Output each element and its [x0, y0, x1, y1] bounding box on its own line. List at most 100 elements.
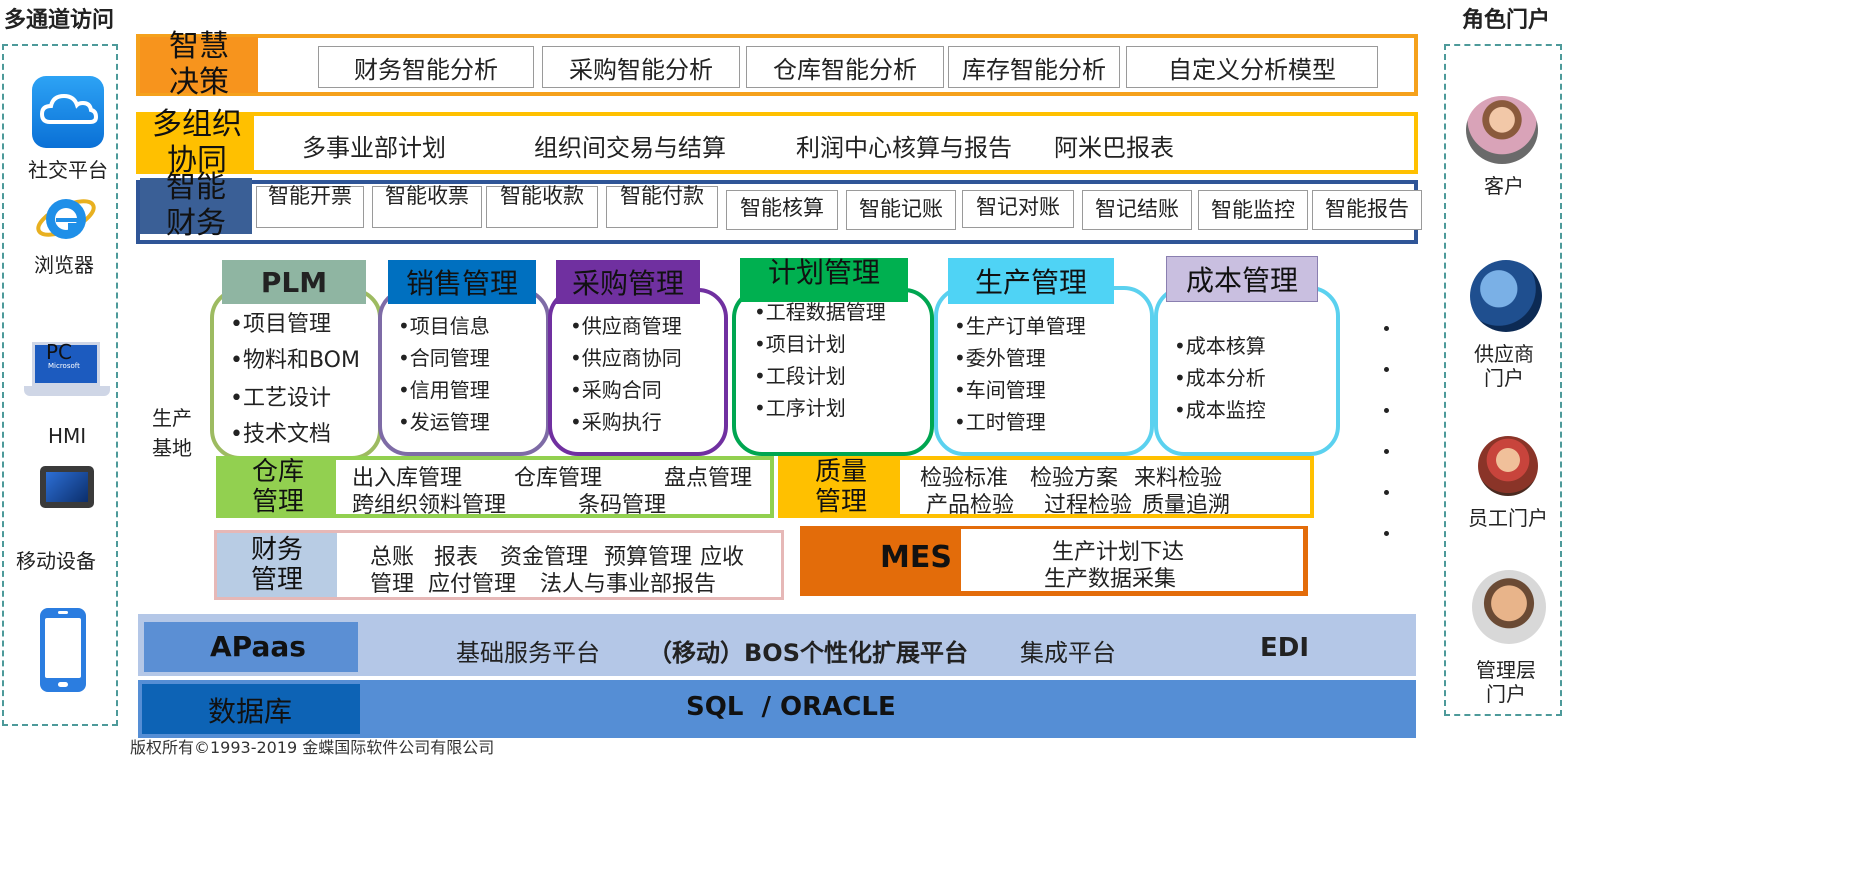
- quality-item[interactable]: 检验方案: [1030, 466, 1119, 491]
- org-item[interactable]: 利润中心核算与报告: [796, 134, 1012, 162]
- production-item[interactable]: •工时管理: [954, 410, 1046, 434]
- finance-ai-item[interactable]: 智能报告: [1312, 190, 1422, 230]
- decision-item[interactable]: 采购智能分析: [542, 46, 740, 88]
- cost-item[interactable]: •成本核算: [1174, 334, 1266, 358]
- quality-item[interactable]: 检验标准: [920, 466, 1009, 491]
- finance-ai-item[interactable]: 智能核算: [726, 190, 838, 230]
- smart-decision-tag-line2: 决策: [169, 65, 229, 100]
- apaas-item[interactable]: （移动）BOS个性化扩展平台: [648, 639, 968, 667]
- purchase-item[interactable]: •采购合同: [570, 378, 662, 402]
- production-item[interactable]: •车间管理: [954, 378, 1046, 402]
- finance-ai-item[interactable]: 智能监控: [1198, 190, 1308, 230]
- cost-module-header[interactable]: 成本管理: [1166, 256, 1318, 302]
- production-item[interactable]: •委外管理: [954, 346, 1046, 370]
- purchase-item[interactable]: •采购执行: [570, 410, 662, 434]
- customer-label: 客户: [1484, 174, 1524, 198]
- decision-item[interactable]: 自定义分析模型: [1126, 46, 1378, 88]
- finance-mgmt-item[interactable]: 应收: [700, 545, 745, 570]
- quality-row: [778, 456, 1314, 518]
- quality-item[interactable]: 过程检验: [1044, 493, 1133, 518]
- finance-ai-item[interactable]: 智记对账: [962, 190, 1074, 228]
- purchase-module-header[interactable]: 采购管理: [556, 260, 700, 304]
- cost-item[interactable]: •成本分析: [1174, 366, 1266, 390]
- finance-mgmt-tag: 财务 管理: [217, 533, 337, 597]
- finance-ai-item[interactable]: 智能收款: [486, 186, 598, 228]
- multi-org-tag-line2: 协同: [167, 143, 227, 178]
- copyright-text: 版权所有©1993-2019 金蝶国际软件公司有限公司: [130, 738, 495, 757]
- org-item[interactable]: 多事业部计划: [302, 134, 446, 162]
- employee-avatar[interactable]: [1478, 436, 1538, 496]
- quality-item[interactable]: 质量追溯: [1142, 493, 1231, 518]
- cost-item[interactable]: •成本监控: [1174, 398, 1266, 422]
- finance-ai-item[interactable]: 智能记账: [846, 190, 956, 230]
- plm-item[interactable]: •项目管理: [230, 312, 331, 337]
- warehouse-item[interactable]: 跨组织领料管理: [352, 493, 507, 518]
- cloud-icon[interactable]: [32, 76, 104, 148]
- tablet-icon[interactable]: [40, 466, 94, 508]
- decision-item[interactable]: 库存智能分析: [948, 46, 1120, 88]
- right-panel-title: 角色门户: [1462, 8, 1551, 33]
- plm-item[interactable]: •技术文档: [230, 422, 331, 447]
- finance-ai-item[interactable]: 智记结账: [1082, 190, 1192, 230]
- plan-module-header[interactable]: 计划管理: [740, 258, 908, 302]
- finance-mgmt-item[interactable]: 总账: [370, 545, 415, 570]
- finance-ai-item[interactable]: 智能收票: [372, 186, 482, 228]
- mes-item[interactable]: 生产数据采集: [1044, 567, 1177, 592]
- sales-item[interactable]: •项目信息: [398, 314, 490, 338]
- ellipsis-dot: [1384, 490, 1389, 495]
- plan-item[interactable]: •工程数据管理: [754, 300, 886, 324]
- ie-browser-icon[interactable]: [34, 188, 98, 248]
- plan-item[interactable]: •工序计划: [754, 396, 846, 420]
- warehouse-item[interactable]: 条码管理: [578, 493, 667, 518]
- database-value[interactable]: SQL / ORACLE: [686, 692, 896, 722]
- sales-item[interactable]: •信用管理: [398, 378, 490, 402]
- finance-mgmt-item[interactable]: 资金管理: [500, 545, 589, 570]
- sales-item[interactable]: •发运管理: [398, 410, 490, 434]
- org-item[interactable]: 组织间交易与结算: [534, 134, 726, 162]
- finance-mgmt-item[interactable]: 法人与事业部报告: [540, 572, 717, 597]
- customer-avatar[interactable]: [1466, 96, 1538, 164]
- decision-item[interactable]: 财务智能分析: [318, 46, 534, 88]
- mes-item[interactable]: 生产计划下达: [1052, 540, 1185, 565]
- sales-item[interactable]: •合同管理: [398, 346, 490, 370]
- mes-label[interactable]: MES: [880, 540, 952, 575]
- multi-org-tag: 多组织 协同: [140, 107, 254, 178]
- plm-item[interactable]: •物料和BOM: [230, 348, 360, 373]
- finance-mgmt-item[interactable]: 预算管理: [604, 545, 693, 570]
- plm-item[interactable]: •工艺设计: [230, 386, 331, 411]
- plan-item[interactable]: •项目计划: [754, 332, 846, 356]
- smart-finance-tag-line1: 智能: [166, 170, 226, 205]
- decision-item[interactable]: 仓库智能分析: [746, 46, 944, 88]
- finance-mgmt-tag-line1: 财务: [250, 535, 303, 565]
- smartphone-icon[interactable]: [40, 608, 86, 692]
- database-tag[interactable]: 数据库: [208, 695, 293, 728]
- purchase-item[interactable]: •供应商管理: [570, 314, 682, 338]
- finance-mgmt-item[interactable]: 报表: [434, 545, 479, 570]
- ellipsis-dot: [1384, 326, 1389, 331]
- warehouse-item[interactable]: 出入库管理: [352, 466, 463, 491]
- quality-item[interactable]: 来料检验: [1134, 466, 1223, 491]
- production-item[interactable]: •生产订单管理: [954, 314, 1086, 338]
- supplier-avatar[interactable]: [1470, 260, 1542, 332]
- finance-mgmt-item[interactable]: 管理: [370, 572, 415, 597]
- apaas-item[interactable]: 集成平台: [1020, 639, 1116, 667]
- manager-avatar[interactable]: [1472, 570, 1546, 644]
- finance-ai-item[interactable]: 智能开票: [256, 186, 364, 228]
- warehouse-item[interactable]: 仓库管理: [514, 466, 603, 491]
- sales-module-header[interactable]: 销售管理: [388, 260, 536, 304]
- apaas-item[interactable]: EDI: [1260, 633, 1310, 663]
- production-module-header[interactable]: 生产管理: [948, 258, 1114, 304]
- finance-ai-item[interactable]: 智能付款: [606, 186, 718, 228]
- purchase-item[interactable]: •供应商协同: [570, 346, 682, 370]
- warehouse-item[interactable]: 盘点管理: [664, 466, 753, 491]
- apaas-tag[interactable]: APaas: [210, 630, 306, 663]
- finance-mgmt-item[interactable]: 应付管理: [428, 572, 517, 597]
- plm-module-header[interactable]: PLM: [222, 260, 366, 304]
- apaas-item[interactable]: 基础服务平台: [456, 639, 600, 667]
- org-item[interactable]: 阿米巴报表: [1054, 134, 1174, 162]
- multichannel-panel: [2, 44, 118, 726]
- laptop-icon[interactable]: Microsoft: [24, 342, 110, 398]
- quality-item[interactable]: 产品检验: [926, 493, 1015, 518]
- supplier-label-line1: 供应商: [1474, 342, 1534, 366]
- plan-item[interactable]: •工段计划: [754, 364, 846, 388]
